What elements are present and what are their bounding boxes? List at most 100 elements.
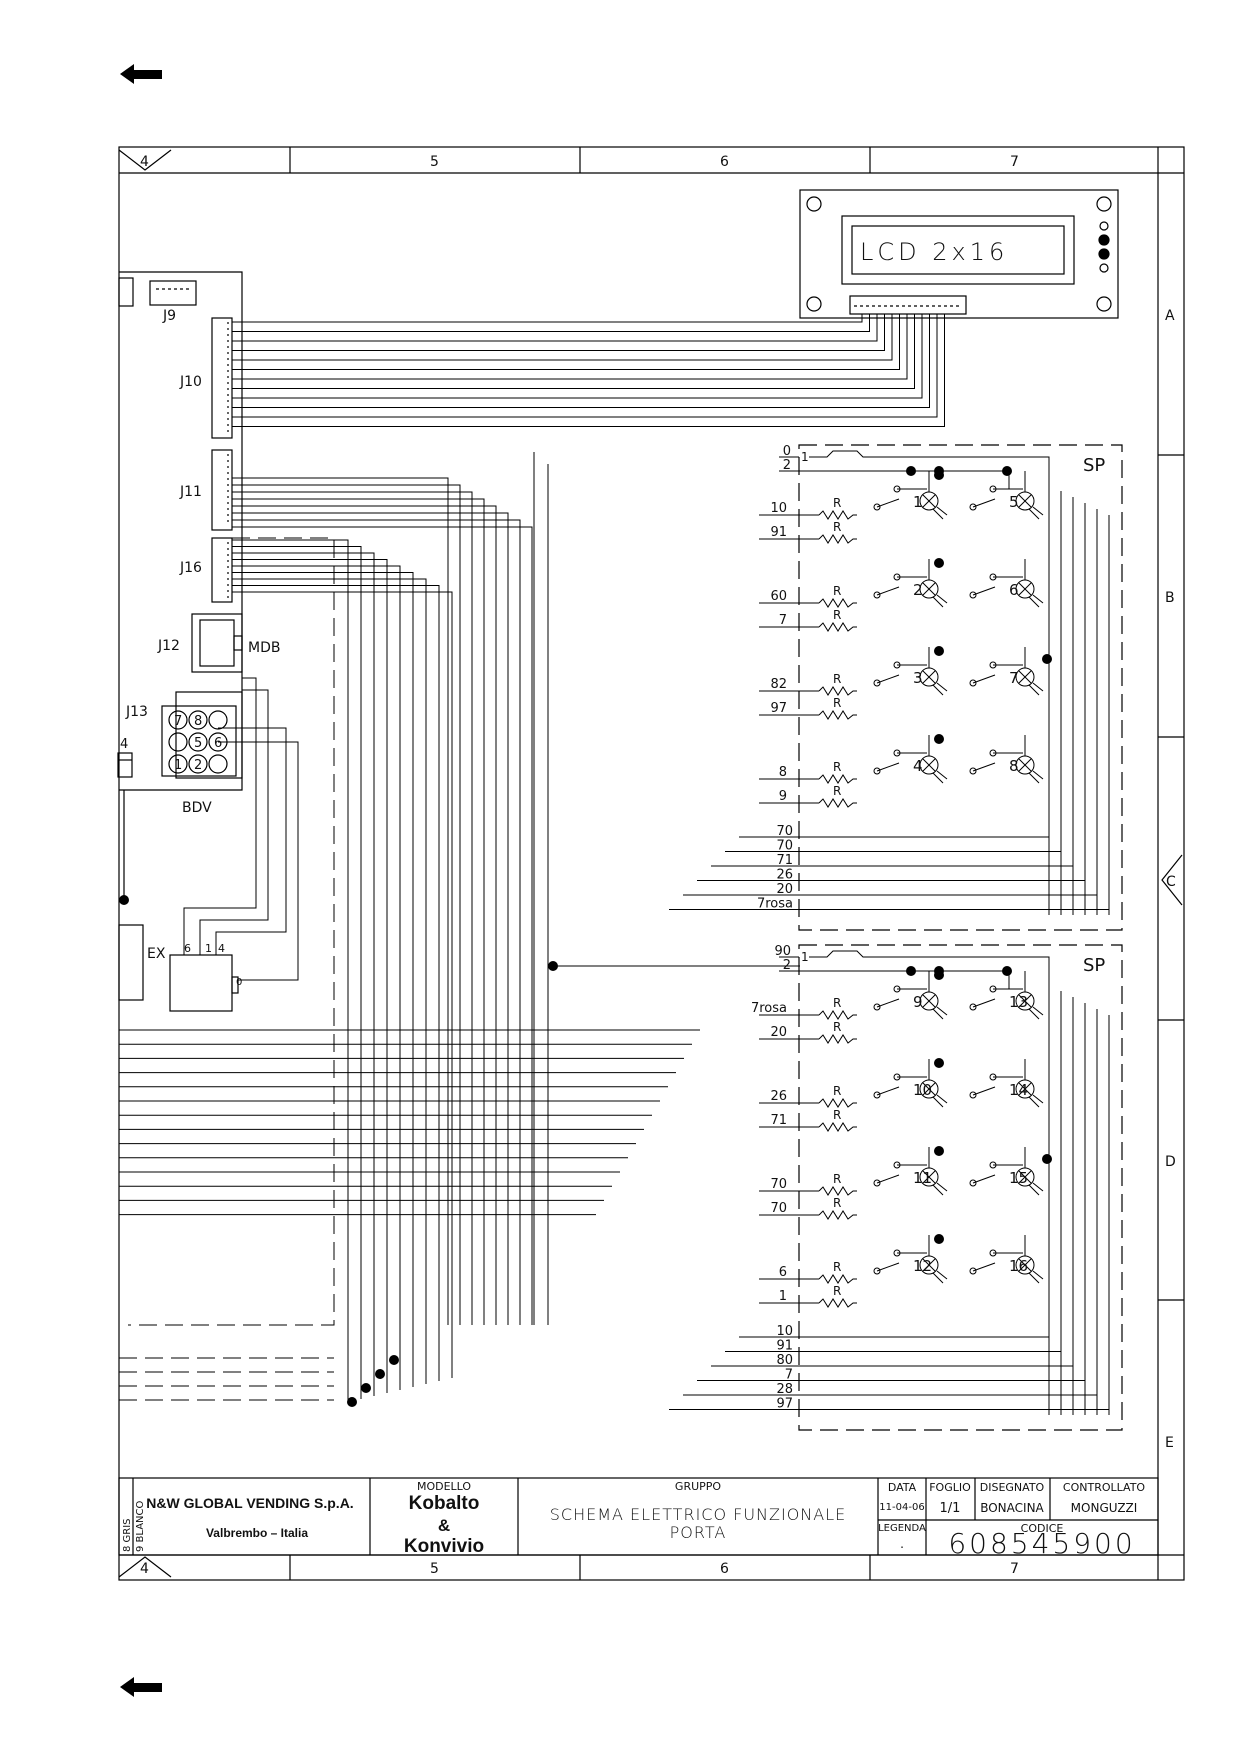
wiring xyxy=(119,314,945,1407)
switch-lever xyxy=(876,998,900,1008)
disegnato-value: BONACINA xyxy=(980,1501,1044,1515)
bus-wire xyxy=(232,552,375,1396)
wire-number: 8 xyxy=(779,765,787,780)
ex-wire xyxy=(218,741,299,981)
wire-number: 28 xyxy=(776,1382,793,1397)
col-label: 7 xyxy=(1010,154,1019,170)
junction-dot xyxy=(934,1146,944,1156)
switch-number: 2 xyxy=(913,581,923,599)
junction-dot xyxy=(934,558,944,568)
drawing-frame xyxy=(118,146,1185,1581)
wire-number: 97 xyxy=(776,1397,793,1412)
lamp-ray xyxy=(936,594,948,604)
lcd-ribbon-wire xyxy=(232,314,878,342)
wire-number: 20 xyxy=(770,1025,787,1040)
lamp-icon xyxy=(922,758,936,772)
connector-j11-label: J11 xyxy=(179,484,202,500)
row-label: C xyxy=(1166,874,1176,890)
resistor-label: R xyxy=(833,584,841,598)
lamp-ray xyxy=(1028,1184,1040,1196)
lcd-ribbon-wire xyxy=(232,314,908,380)
j13-pin-label: 1 xyxy=(174,758,182,773)
bus-wire xyxy=(232,578,427,1384)
common-wire xyxy=(809,950,1050,989)
foglio-value: 1/1 xyxy=(940,1501,961,1516)
wire-number: 70 xyxy=(776,839,793,854)
wire-number: 82 xyxy=(770,677,787,692)
junction-dot xyxy=(934,966,944,976)
control-board xyxy=(117,271,243,1012)
resistor-label: R xyxy=(833,996,841,1010)
connector-bdv-label: BDV xyxy=(182,800,212,816)
col-label: 6 xyxy=(720,1561,729,1577)
lamp-icon xyxy=(1018,994,1032,1008)
resistor xyxy=(818,1274,857,1284)
connector-labels: J9 J10 J11 J16 J12 MDB J13 BDV EX 7 8 5 … xyxy=(120,308,280,988)
junction-dot xyxy=(934,1234,944,1244)
lamp-ray xyxy=(936,506,948,516)
lamp-icon xyxy=(922,494,936,508)
wire-number: 1 xyxy=(779,1289,787,1304)
junction-dot xyxy=(119,895,129,905)
junction-dot xyxy=(361,1383,371,1393)
switch-lever xyxy=(972,998,996,1008)
connector-mdb-label: MDB xyxy=(248,640,280,656)
ex-wire xyxy=(215,727,287,955)
resistor xyxy=(818,798,857,808)
connector-j13-label: J13 xyxy=(125,704,148,720)
resistor-label: R xyxy=(833,696,841,710)
modello-line2: & xyxy=(438,1516,450,1535)
junction-dot xyxy=(934,1058,944,1068)
switch-number: 10 xyxy=(913,1081,932,1099)
connector-j10-label: J10 xyxy=(179,374,202,390)
junction-dot xyxy=(347,1397,357,1407)
bus-wire xyxy=(232,512,509,1325)
switch-number: 7 xyxy=(1009,669,1019,687)
lamp-ray xyxy=(936,1270,948,1280)
title-block-text: 8 GRIS 9 BLANCO N&W GLOBAL VENDING S.p.A… xyxy=(122,1480,1145,1560)
lcd-ribbon-wire xyxy=(232,314,863,323)
resistor xyxy=(818,622,857,632)
lamp-ray xyxy=(1032,1182,1044,1192)
resistor xyxy=(818,534,857,544)
wire-number: 7 xyxy=(779,613,787,628)
common-wire xyxy=(799,470,1010,489)
wire-number: 80 xyxy=(776,1353,793,1368)
switch-lever xyxy=(972,498,996,508)
bus-wire xyxy=(232,505,497,1325)
wire-number: 70 xyxy=(776,824,793,839)
switch-lever xyxy=(972,762,996,772)
bus-wire xyxy=(232,491,473,1325)
lamp-ray xyxy=(936,770,948,780)
resistor xyxy=(818,510,857,520)
pin-label: 1 xyxy=(801,950,809,964)
j13-pin-label: 6 xyxy=(214,736,222,751)
ex-wire xyxy=(199,689,269,955)
gruppo-label: GRUPPO xyxy=(675,1480,721,1493)
switch-number: 16 xyxy=(1009,1257,1028,1275)
prev-page-arrow-top[interactable] xyxy=(120,64,162,84)
resistor-label: R xyxy=(833,496,841,510)
resistor-label: R xyxy=(833,1260,841,1274)
frame-labels: 4 5 6 7 4 5 6 7 A B C D E xyxy=(140,154,1176,1577)
row-label: E xyxy=(1165,1435,1174,1451)
ex-pin-label: 4 xyxy=(218,942,225,955)
ex-pin-label: 6 xyxy=(184,942,191,955)
switch-number: 3 xyxy=(913,669,923,687)
wire-number: 7rosa xyxy=(757,897,793,912)
switch-lever xyxy=(876,586,900,596)
data-value: 11-04-06 xyxy=(879,1502,924,1513)
prev-page-arrow-bottom[interactable] xyxy=(120,1677,162,1697)
gruppo-title-line1: SCHEMA ELETTRICO FUNZIONALE xyxy=(550,1505,846,1524)
wire-number: 70 xyxy=(770,1177,787,1192)
switch-number: 15 xyxy=(1009,1169,1028,1187)
resistor-label: R xyxy=(833,672,841,686)
resistor-label: R xyxy=(833,520,841,534)
lamp-ray xyxy=(932,508,944,520)
switch-lever xyxy=(972,1262,996,1272)
wire-number: 90 xyxy=(774,944,791,959)
wire-number: 71 xyxy=(776,853,793,868)
lamp-ray xyxy=(936,1094,948,1104)
arrow-left-icon xyxy=(120,64,162,84)
